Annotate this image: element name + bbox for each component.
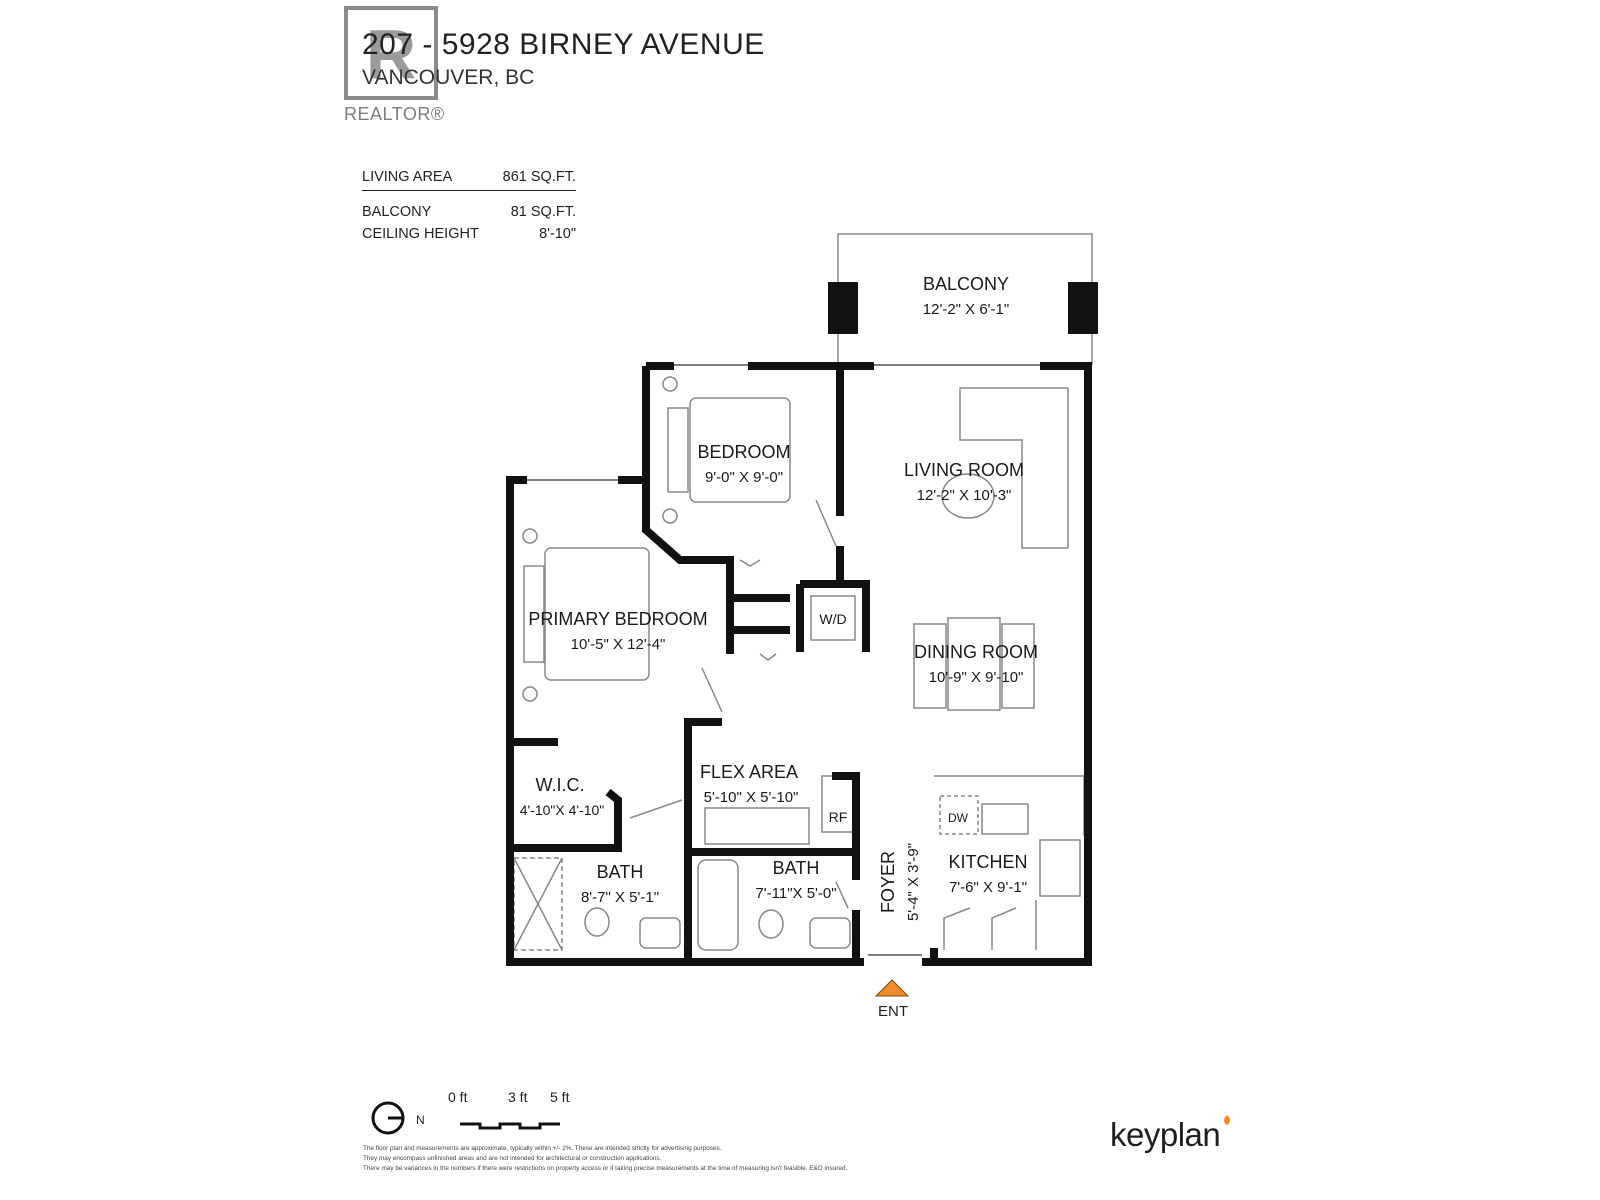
page-title: 207 - 5928 BIRNEY AVENUE (362, 28, 765, 61)
disclaimer-line: There may be variances in the numbers if… (363, 1165, 848, 1172)
primary-bed-icon (544, 547, 650, 681)
stat-label: LIVING AREA (362, 169, 453, 185)
sofa-icon (959, 387, 1069, 549)
room-name-primary: PRIMARY BEDROOM (528, 609, 707, 629)
realtor-logo-icon: R (344, 6, 438, 100)
scale-label-0: 0 ft (448, 1089, 468, 1105)
flex-desk-icon (704, 807, 810, 845)
keyplan-leaf-icon (1224, 1115, 1230, 1125)
scale-bar (460, 1122, 560, 1130)
kitchen-sink-icon (981, 803, 1029, 835)
north-label: N (416, 1113, 425, 1127)
page-subtitle: VANCOUVER, BC (362, 66, 535, 89)
stat-balcony: BALCONY 81 SQ.FT. (362, 201, 576, 223)
coffee-table-icon (941, 473, 995, 519)
area-summary: LIVING AREA 861 SQ.FT. BALCONY 81 SQ.FT.… (362, 166, 576, 245)
dishwasher-label: DW (948, 811, 969, 825)
disclaimer: The floor plan and measurements are appr… (363, 1144, 1063, 1174)
closet-doors (943, 900, 1037, 950)
dining-chair-icon (913, 623, 947, 709)
realtor-logo-letter: R (366, 15, 417, 93)
realtor-wordmark: REALTOR® (344, 104, 445, 124)
dining-chair-icon (1001, 623, 1035, 709)
north-arrow: N (371, 1101, 425, 1135)
kitchen-counter (934, 775, 1085, 836)
primary-headboard-icon (523, 565, 545, 663)
scale-label-3: 3 ft (508, 1089, 528, 1105)
room-dims-bedroom: 9'-0" X 9'-0" (705, 469, 783, 486)
entrance-label: ENT (878, 1003, 908, 1020)
stat-ceiling-height: CEILING HEIGHT 8'-10" (362, 223, 576, 245)
bath2-sink-icon (809, 917, 851, 949)
bedroom-bed-icon (689, 397, 791, 503)
room-name-kitchen: KITCHEN (948, 852, 1027, 872)
primary-lamp-icon (522, 528, 538, 544)
bedroom-lamp-icon (662, 376, 678, 392)
disclaimer-line: The floor plan and measurements are appr… (363, 1145, 722, 1152)
room-dims-foyer: 5'-4" X 3'-9" (905, 843, 922, 921)
room-name-wic: W.I.C. (536, 775, 585, 795)
bedroom-lamp-icon (662, 508, 678, 524)
bath1-sink-icon (639, 917, 681, 949)
entrance-icon (874, 979, 910, 997)
room-name-balcony: BALCONY (923, 274, 1009, 294)
room-name-living: LIVING ROOM (904, 460, 1024, 480)
scale-label-5: 5 ft (550, 1089, 570, 1105)
door-swings (629, 499, 849, 909)
washer-dryer-label: W/D (819, 611, 846, 627)
fridge-label: RF (829, 809, 848, 825)
stat-value: 81 SQ.FT. (510, 204, 576, 220)
walls (506, 362, 1092, 966)
room-name-dining: DINING ROOM (914, 642, 1038, 662)
balcony-columns (828, 282, 1098, 334)
room-name-bath2: BATH (773, 858, 820, 878)
room-dims-primary: 10'-5" X 12'-4" (571, 636, 666, 653)
bedroom-headboard-icon (667, 407, 689, 493)
room-name-bedroom: BEDROOM (697, 442, 790, 462)
stove-icon (1039, 839, 1081, 897)
room-dims-bath2: 7'-11"X 5'-0" (755, 885, 836, 902)
shower-drain-cross (513, 857, 563, 951)
toilet-icon (584, 907, 610, 937)
stat-value: 861 SQ.FT. (502, 169, 576, 185)
washer-dryer-icon (810, 595, 856, 641)
stat-label: BALCONY (362, 204, 432, 220)
stat-label: CEILING HEIGHT (362, 226, 479, 242)
primary-lamp-icon (522, 686, 538, 702)
stat-living-area: LIVING AREA 861 SQ.FT. (362, 166, 576, 191)
room-name-flex: FLEX AREA (700, 762, 798, 782)
disclaimer-line: They may encompass unfinished areas and … (363, 1155, 662, 1162)
stat-value: 8'-10" (539, 226, 576, 242)
windows (527, 364, 1040, 956)
room-dims-kitchen: 7'-6" X 9'-1" (949, 879, 1027, 896)
room-dims-dining: 10'-9" X 9'-10" (929, 669, 1024, 686)
room-dims-wic: 4'-10"X 4'-10" (520, 802, 605, 818)
room-dims-living: 12'-2" X 10'-3" (917, 487, 1012, 504)
room-dims-flex: 5'-10" X 5'-10" (704, 789, 799, 806)
room-dims-balcony: 12'-2" X 6'-1" (923, 301, 1009, 318)
room-name-foyer: FOYER (878, 851, 898, 913)
toilet-icon (758, 909, 784, 939)
dining-table-icon (947, 617, 1001, 711)
room-dims-bath1: 8'-7" X 5'-1" (581, 889, 659, 906)
bathtub-icon (697, 859, 739, 951)
keyplan-logo: keyplan (1110, 1116, 1221, 1153)
dishwasher-outline (939, 795, 979, 835)
balcony-railing (837, 233, 1093, 365)
room-name-bath1: BATH (597, 862, 644, 882)
